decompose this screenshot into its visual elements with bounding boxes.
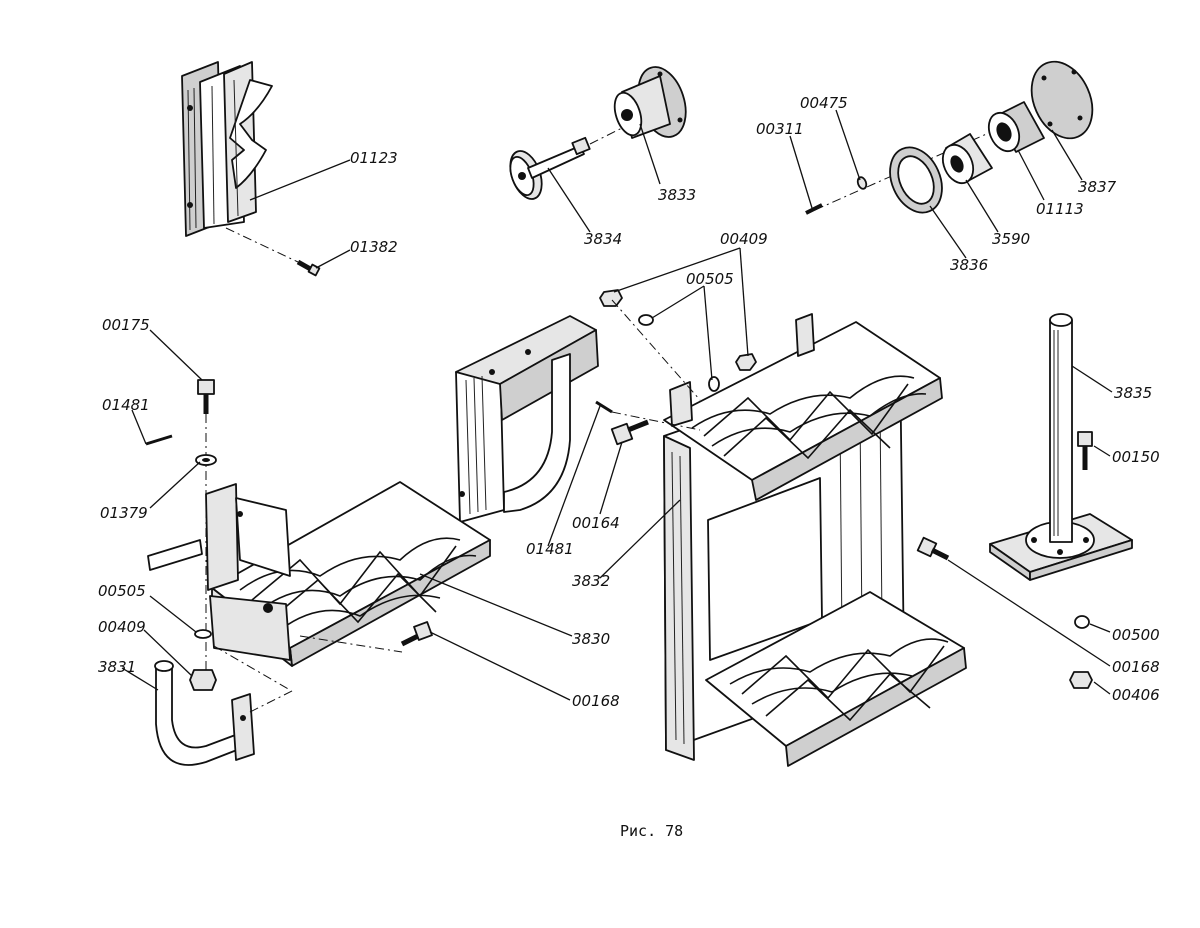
leader-lines (121, 109, 1113, 701)
nut-00409-left (189, 669, 217, 691)
callout-labels: 01123 01382 3834 3833 00311 00475 3836 3… (98, 94, 1160, 710)
figure-caption: Рис. 78 (620, 822, 683, 840)
bolt-00164 (610, 419, 649, 446)
callout-label: 00164 (572, 514, 620, 532)
post-3835 (989, 313, 1133, 581)
bolt-00168-left (400, 621, 433, 647)
part-stand-3832 (663, 313, 967, 767)
callout-label: 00311 (756, 120, 804, 138)
callout-label: 3830 (572, 630, 610, 648)
pin-01481-mid (595, 400, 613, 414)
screw-01382 (296, 259, 321, 277)
callout-label: 3833 (658, 186, 696, 204)
callout-label: 01123 (350, 149, 398, 167)
callout-label: 00168 (1112, 658, 1160, 676)
callout-label: 00505 (686, 270, 734, 288)
callout-label: 3835 (1114, 384, 1152, 402)
part-hub-3833 (613, 66, 687, 139)
nut-00409-right (735, 353, 757, 371)
washer-00505-left (194, 629, 212, 639)
callout-label: 00475 (800, 94, 848, 112)
washer-00500 (1074, 615, 1090, 629)
callout-label: 00505 (98, 582, 146, 600)
callout-label: 3590 (992, 230, 1030, 248)
callout-label: 00406 (1112, 686, 1160, 704)
washer-01379 (195, 454, 217, 466)
washer-00475 (856, 176, 868, 190)
bolt-00175 (197, 379, 215, 414)
nut-00406 (1069, 671, 1093, 689)
ring-3836 (889, 146, 943, 214)
bushing-3590 (941, 133, 993, 185)
sleeve-01113 (987, 101, 1045, 153)
callout-label: 00409 (98, 618, 146, 636)
callout-label: 3837 (1078, 178, 1117, 196)
callout-label: 3831 (98, 658, 136, 676)
callout-label: 00175 (102, 316, 150, 334)
handle-3831 (154, 660, 255, 766)
callout-label: 3836 (950, 256, 988, 274)
callout-label: 3832 (572, 572, 610, 590)
callout-label: 01481 (102, 396, 150, 414)
bolt-00168-right (916, 536, 950, 561)
screw-00311 (805, 203, 823, 215)
plate-3837 (1030, 60, 1094, 140)
washer-00505-top (638, 314, 654, 326)
part-step-bracket-3830 (147, 315, 599, 667)
callout-label: 00500 (1112, 626, 1160, 644)
callout-label: 01379 (100, 504, 148, 522)
callout-label: 3834 (584, 230, 622, 248)
nut-00409-top (599, 289, 623, 307)
part-latch-bracket (181, 61, 273, 237)
callout-label: 01481 (526, 540, 574, 558)
callout-label: 00150 (1112, 448, 1160, 466)
pin-01481-left (145, 434, 173, 446)
callout-label: 01382 (350, 238, 398, 256)
washer-00505-right (708, 376, 720, 392)
callout-label: 00409 (720, 230, 768, 248)
callout-label: 00168 (572, 692, 620, 710)
part-knob-3834 (509, 136, 591, 200)
bolt-00150 (1077, 431, 1093, 470)
callout-label: 01113 (1036, 200, 1084, 218)
